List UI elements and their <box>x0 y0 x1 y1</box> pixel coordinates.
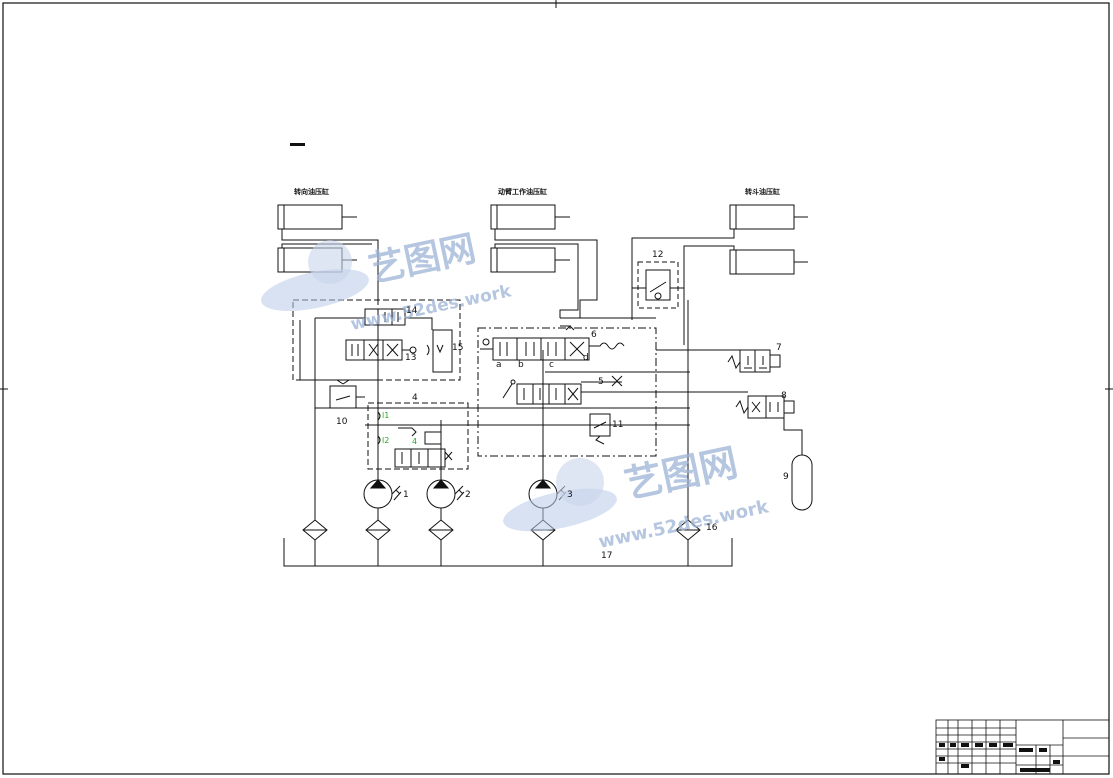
label-14: 14 <box>406 306 418 316</box>
label-3: 3 <box>567 490 573 500</box>
label-16: 16 <box>706 523 718 533</box>
label-pos-d: d <box>583 353 589 363</box>
label-2: 2 <box>465 490 471 500</box>
label-10: 10 <box>336 417 348 427</box>
pump-1 <box>363 479 402 520</box>
label-pos-b: b <box>518 360 524 370</box>
label-pos-a: a <box>496 360 502 370</box>
boom-cylinders <box>490 204 598 318</box>
watermark-brand-top: 艺图网 <box>365 228 479 291</box>
label-7: 7 <box>776 343 782 353</box>
label-1: 1 <box>403 490 409 500</box>
accumulator-9 <box>791 454 813 511</box>
pressure-valve-11 <box>589 413 611 445</box>
watermark-bottom: 艺图网 www.52des.work <box>503 440 772 553</box>
title-boom-cylinder: 动臂工作油压缸 <box>498 187 547 196</box>
solenoid-valve-8 <box>581 391 803 455</box>
label-12: 12 <box>652 250 663 260</box>
valve-block-12 <box>632 261 684 309</box>
schematic-lines <box>277 204 813 567</box>
label-9: 9 <box>783 472 789 482</box>
steering-valve-group <box>292 299 461 381</box>
priority-valve-4 <box>367 402 469 470</box>
label-4: 4 <box>412 393 418 403</box>
label-pos-c: c <box>549 360 554 370</box>
green-label-l2: l2 <box>382 436 389 445</box>
title-steering-cylinder: 转向油压缸 <box>294 187 329 196</box>
label-11: 11 <box>612 420 623 430</box>
multiway-valve-block <box>477 317 690 457</box>
solenoid-valve-7 <box>656 349 781 373</box>
label-8: 8 <box>781 391 787 401</box>
label-6: 6 <box>591 330 597 340</box>
label-5: 5 <box>598 377 604 387</box>
label-15: 15 <box>452 343 463 353</box>
title-bucket-cylinder: 转斗油压缸 <box>745 187 780 196</box>
bucket-cylinders <box>631 204 808 345</box>
label-17: 17 <box>601 551 612 561</box>
relief-valve-10 <box>329 379 365 409</box>
green-label-4: 4 <box>412 437 417 446</box>
green-label-l1: l1 <box>382 411 389 420</box>
label-13: 13 <box>405 353 416 363</box>
watermark-url-bottom: www.52des.work <box>597 496 772 553</box>
watermark-brand-bottom: 艺图网 <box>621 440 742 507</box>
pump-2 <box>426 479 465 520</box>
dash-mark <box>290 143 305 146</box>
title-block-fills <box>939 743 1060 772</box>
tank-17 <box>283 538 733 567</box>
watermark-top: 艺图网 www.52des.work <box>261 228 514 335</box>
